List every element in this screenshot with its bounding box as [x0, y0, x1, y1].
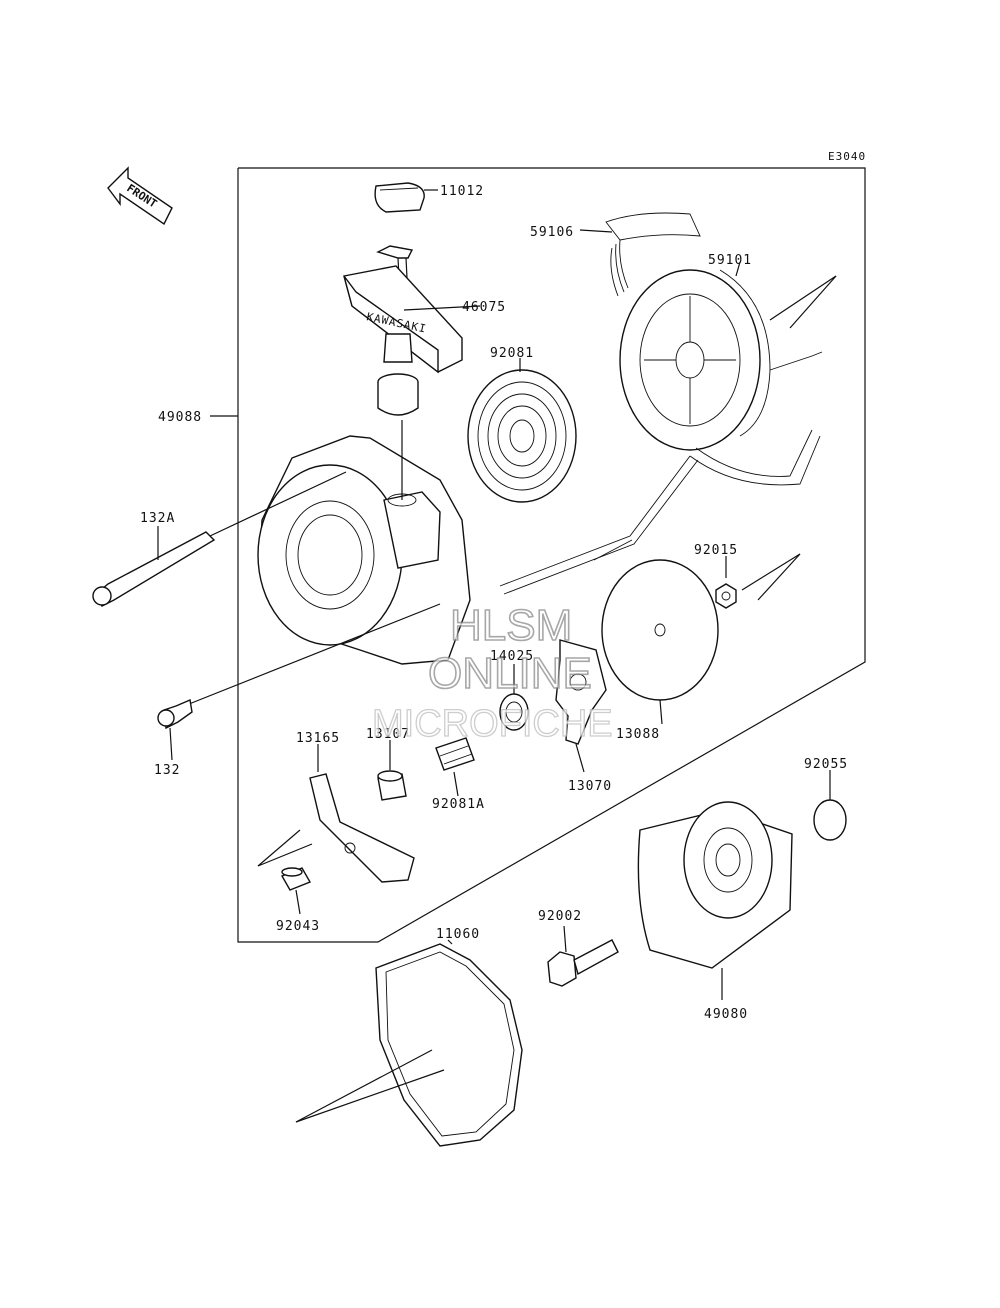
part-92081-spiral-spring[interactable]: 92081 — [467, 346, 577, 503]
part-number-132[interactable]: 132 — [154, 763, 180, 778]
diagram-code: E3040 — [828, 150, 866, 163]
part-number-13165[interactable]: 13165 — [296, 731, 340, 746]
watermark: HLSM ONLINE MICROFICHE — [371, 600, 613, 745]
part-92002-bolt[interactable]: 92002 — [538, 909, 619, 987]
part-14025-collar[interactable]: 14025 — [490, 649, 534, 731]
part-number-49088[interactable]: 49088 — [158, 410, 202, 425]
part-number-92081[interactable]: 92081 — [490, 346, 534, 361]
part-number-49080[interactable]: 49080 — [704, 1007, 748, 1022]
part-number-13088[interactable]: 13088 — [616, 727, 660, 742]
rope-lower-section — [689, 429, 821, 486]
part-92081A-coil-spring[interactable]: 92081A — [432, 737, 485, 812]
part-46075-handle[interactable]: KAWASAKI 46075 — [343, 245, 506, 416]
ratchet-guide-wire — [499, 455, 699, 595]
watermark-line-2: ONLINE — [428, 649, 592, 698]
part-132-short-bolt[interactable]: 132 — [154, 699, 193, 778]
part-number-132A[interactable]: 132A — [140, 511, 175, 526]
leader-arrow-11060 — [295, 1049, 445, 1123]
part-132A-long-bolt[interactable]: 132A — [92, 471, 347, 607]
part-number-92043[interactable]: 92043 — [276, 919, 320, 934]
watermark-line-1: HLSM — [450, 601, 572, 650]
part-13107-bushing[interactable]: 13107 — [366, 727, 410, 801]
part-number-11060[interactable]: 11060 — [436, 927, 480, 942]
part-number-92055[interactable]: 92055 — [804, 757, 848, 772]
part-92043-pin[interactable]: 92043 — [276, 867, 320, 934]
part-13165-friction-plate[interactable]: 13165 — [296, 731, 415, 883]
part-13088-plate[interactable]: 13088 — [601, 559, 719, 742]
part-number-59106[interactable]: 59106 — [530, 225, 574, 240]
part-59106-rope[interactable]: 59106 — [530, 212, 701, 297]
part-number-92002[interactable]: 92002 — [538, 909, 582, 924]
leader-line-132 — [183, 603, 441, 707]
part-92055-o-ring[interactable]: 92055 — [804, 757, 848, 841]
part-number-13107[interactable]: 13107 — [366, 727, 410, 742]
part-11060-gasket[interactable]: 11060 — [375, 927, 523, 1147]
leader-arrow-13165 — [257, 829, 313, 867]
part-number-13070[interactable]: 13070 — [568, 779, 612, 794]
assembly-bracket — [237, 167, 866, 943]
part-11012-grip-cap[interactable]: 11012 — [374, 182, 484, 213]
part-13070-ratchet[interactable]: 13070 — [555, 639, 612, 794]
front-arrow-icon: FRONT — [107, 166, 173, 226]
part-number-92015[interactable]: 92015 — [694, 543, 738, 558]
watermark-line-3: MICROFICHE — [372, 703, 613, 745]
part-92015-nut[interactable]: 92015 — [694, 543, 738, 609]
part-59101-reel[interactable]: 59101 — [619, 253, 823, 451]
part-number-59101[interactable]: 59101 — [708, 253, 752, 268]
leader-arrow-59101 — [769, 275, 837, 329]
part-number-92081A[interactable]: 92081A — [432, 797, 485, 812]
part-number-46075[interactable]: 46075 — [462, 300, 506, 315]
leader-arrow-92015 — [741, 553, 801, 601]
part-49080-pulley[interactable]: 49080 — [637, 801, 793, 1022]
part-number-11012[interactable]: 11012 — [440, 184, 484, 199]
part-number-14025[interactable]: 14025 — [490, 649, 534, 664]
part-49088-starter-housing[interactable]: 49088 — [158, 410, 471, 665]
